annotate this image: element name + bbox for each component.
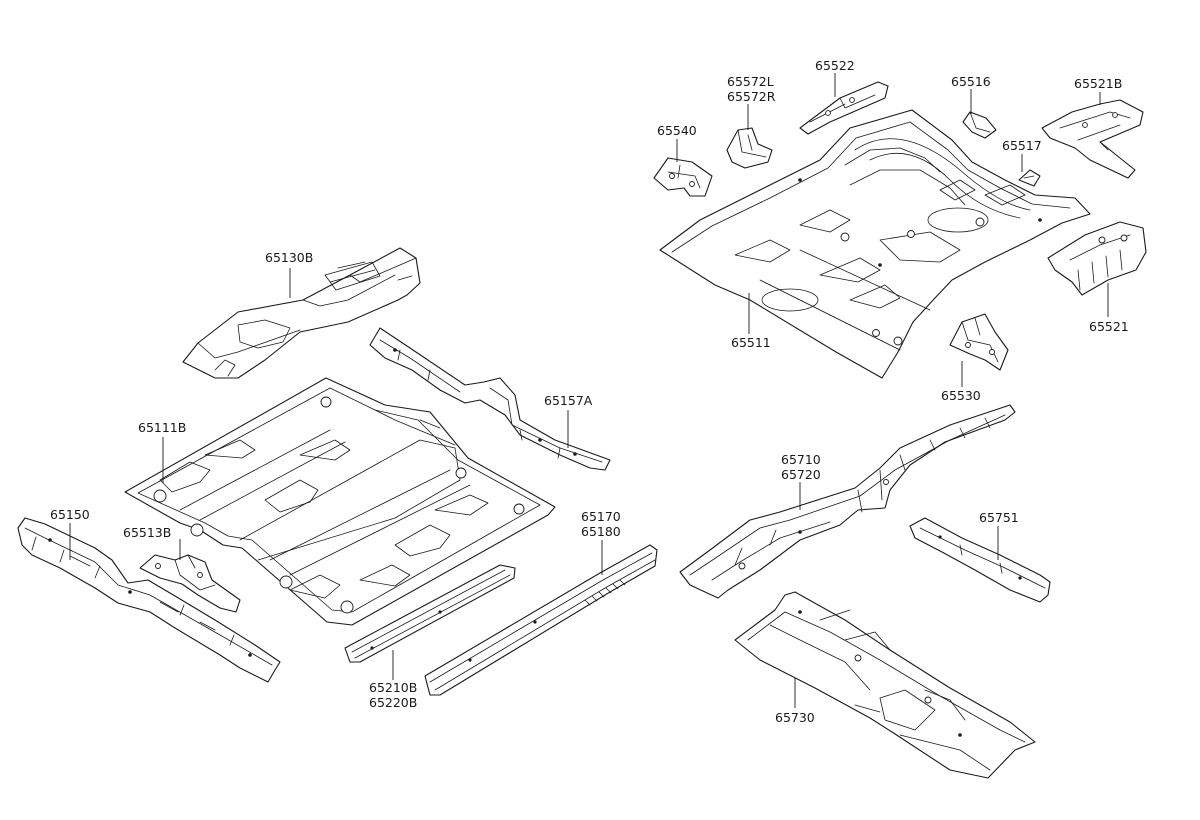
part-65751-crossmember [909,517,1051,603]
label-65180: 65180 [581,524,621,539]
part-65516-bracket [962,111,997,139]
part-65157A-crossmember [369,327,611,471]
part-labels: 65130B 65111B 65157A 65150 65513B 65170 … [50,58,1129,725]
label-65751: 65751 [979,510,1019,525]
label-65517: 65517 [1002,138,1042,153]
part-65540-bracket [653,157,713,197]
label-65220B: 65220B [369,695,417,710]
label-65521: 65521 [1089,319,1129,334]
label-65210B: 65210B [369,680,417,695]
label-65150: 65150 [50,507,90,522]
part-65210B-sill [344,564,516,663]
label-65516: 65516 [951,74,991,89]
label-65111B: 65111B [138,420,186,435]
part-65730-rear-panel [734,591,1036,779]
label-65521B: 65521B [1074,76,1122,91]
part-65521-extension [1047,221,1147,296]
label-65572R: 65572R [727,89,776,104]
part-65521B-rear-member [1041,99,1144,179]
part-65522-bracket [799,81,889,135]
part-65513B-bracket [139,554,241,613]
label-65522: 65522 [815,58,855,73]
part-65710-rear-member [679,404,1016,599]
part-65111B-front-floor [124,377,556,626]
label-65730: 65730 [775,710,815,725]
label-65540: 65540 [657,123,697,138]
part-65511-rear-floor [659,109,1091,379]
part-65130B-tunnel [182,247,421,379]
part-65572L-bracket [726,127,773,169]
part-65170-side-sill [424,544,658,696]
label-65720: 65720 [781,467,821,482]
label-65513B: 65513B [123,525,171,540]
label-65710: 65710 [781,452,821,467]
part-65150-side-member [17,517,281,683]
part-65517-bracket [1018,169,1041,187]
leader-lines [69,73,1109,708]
label-65170: 65170 [581,509,621,524]
part-65530-bracket [949,313,1009,371]
label-65130B: 65130B [265,250,313,265]
label-65157A: 65157A [544,393,593,408]
label-65572L: 65572L [727,74,774,89]
label-65530: 65530 [941,388,981,403]
label-65511: 65511 [731,335,771,350]
